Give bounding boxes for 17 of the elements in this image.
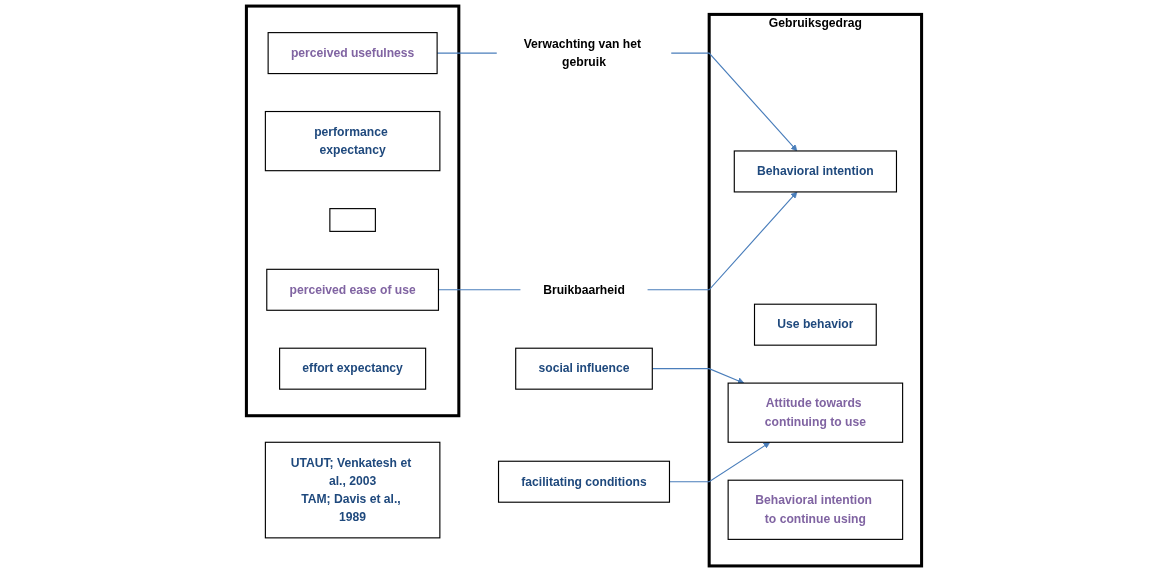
node-box: facilitating conditions [497, 460, 671, 503]
node-box: Attitude towards continuing to use [727, 382, 904, 443]
arrow [647, 191, 798, 291]
node-box: perceived ease of use [266, 268, 440, 311]
node-text: Verwachting van het gebruik [523, 37, 641, 69]
node-box: Behavioral intention [733, 150, 898, 193]
node-box: effort expectancy [279, 347, 427, 390]
node-box: UTAUT; Venkatesh et al., 2003 TAM; Davis et al., 1989 [264, 441, 441, 539]
cluster [244, 4, 461, 418]
node-box: performance expectancy [264, 110, 441, 172]
node-box: Use behavior [753, 303, 877, 346]
node-box: Behavioral intention to continue using [727, 479, 904, 540]
node-box: social influence [515, 347, 653, 390]
node-box: perceived usefulness [267, 32, 438, 75]
arrow [670, 52, 798, 152]
node-box [329, 208, 376, 232]
node-text: Bruikbaarheid [543, 282, 625, 296]
